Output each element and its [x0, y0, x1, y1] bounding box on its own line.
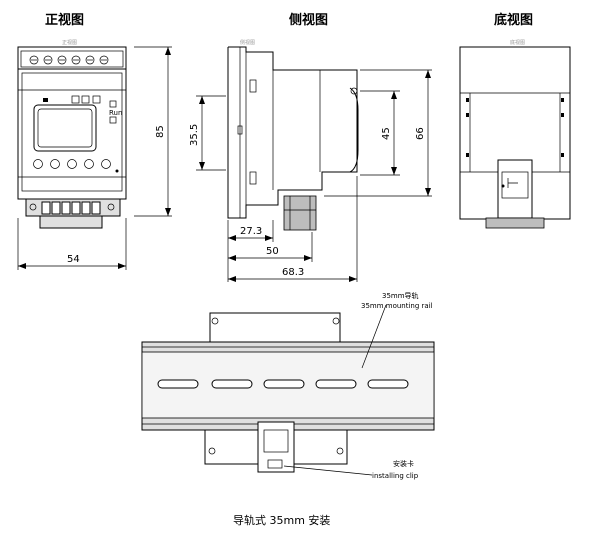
bottom-clip-base: [485, 217, 545, 229]
side-view: 侧视图 35.5 45: [189, 39, 432, 282]
rail-label-cn: 35mm导轨: [382, 291, 419, 300]
top-terminal-screws: [29, 55, 109, 65]
button-2: [50, 159, 60, 169]
button-3: [67, 159, 77, 169]
lcd-display: [33, 104, 97, 152]
dim-45: 45: [381, 127, 392, 140]
mounting-caption: 导轨式 35mm 安装: [233, 513, 330, 527]
dim-27-3: 27.3: [240, 226, 262, 237]
bottom-view-title: 底视图: [494, 12, 533, 28]
status-icon-a: [71, 95, 80, 104]
side-view-title: 侧视图: [289, 12, 328, 28]
com-indicator-icon: [109, 116, 117, 124]
rail-slots: [157, 379, 409, 389]
run-indicator-icon: [109, 100, 117, 108]
dim-50: 50: [266, 246, 279, 257]
front-view-tiny-label: 正视图: [62, 39, 77, 46]
front-buttons: [33, 159, 111, 169]
bottom-view: 底视图: [459, 39, 571, 229]
button-1: [33, 159, 43, 169]
bottom-connector: [39, 215, 103, 229]
side-terminal: [283, 195, 317, 231]
dim-35-5: 35.5: [189, 124, 200, 146]
top-terminal-block: [17, 46, 127, 70]
dim-85: 85: [155, 125, 166, 138]
run-label: Run: [109, 109, 122, 117]
button-4: [84, 159, 94, 169]
dim-66: 66: [415, 127, 426, 140]
clip-label-cn: 安装卡: [393, 459, 414, 468]
din-rail-drawing: 35mm导轨 35mm mounting rail 安装卡 installing…: [141, 291, 435, 480]
clip-label-en: installing clip: [372, 472, 419, 480]
rail-spring: [349, 87, 359, 173]
dim-68-3: 68.3: [282, 267, 304, 278]
bottom-clip: [497, 159, 533, 219]
device-top-tab: [209, 312, 341, 348]
installing-clip: [257, 421, 295, 473]
button-5: [101, 159, 111, 169]
side-profile-outline: [227, 46, 358, 219]
rail-label-en: 35mm mounting rail: [361, 302, 433, 310]
front-view-title: 正视图: [45, 12, 84, 28]
status-icon-b: [81, 95, 90, 104]
bottom-terminals: [41, 201, 101, 215]
front-view: 正视图 Run: [17, 39, 172, 270]
side-view-tiny-label: 侧视图: [240, 39, 255, 46]
bottom-view-tiny-label: 底视图: [510, 39, 525, 46]
power-led: [43, 98, 48, 102]
dim-54: 54: [67, 254, 80, 265]
status-icon-c: [92, 95, 101, 104]
